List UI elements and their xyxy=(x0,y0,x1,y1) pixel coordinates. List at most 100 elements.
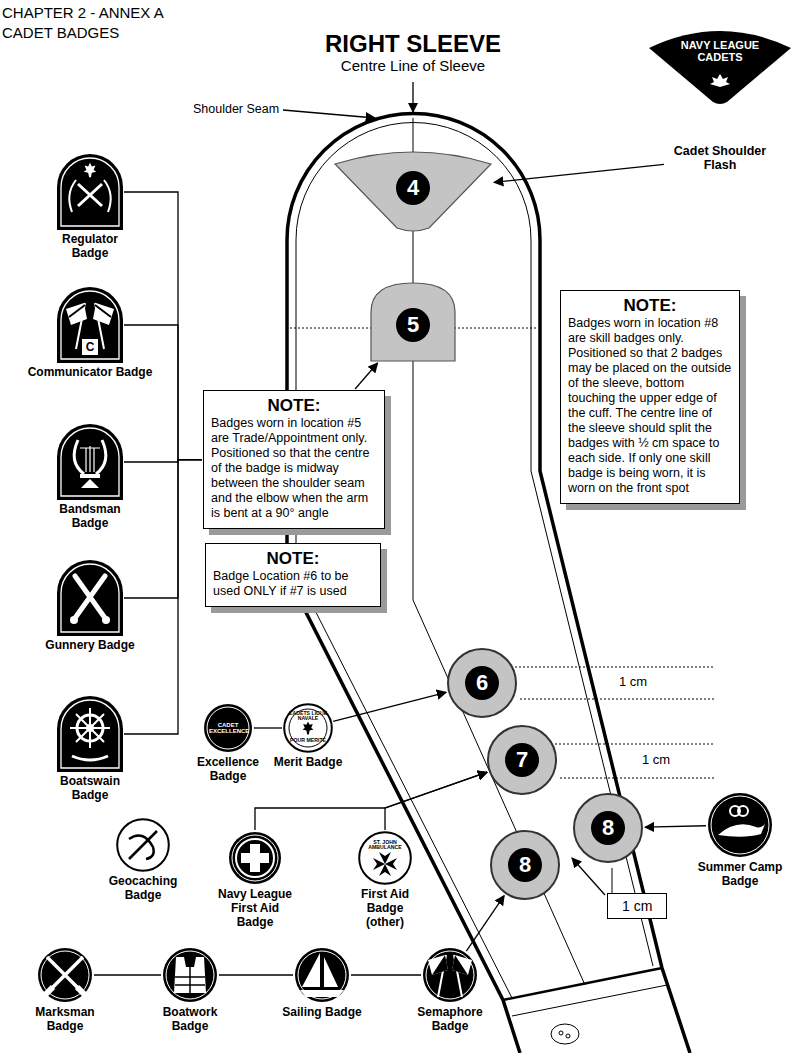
icon-stroke xyxy=(708,793,772,857)
location-7: 7 xyxy=(486,724,558,796)
badge-icon xyxy=(116,818,170,872)
icon-stroke xyxy=(426,951,474,999)
icon-stroke xyxy=(47,957,83,991)
icon-stroke xyxy=(452,955,468,975)
connector xyxy=(94,974,161,975)
icon-stroke xyxy=(241,844,269,872)
icon-stroke xyxy=(204,704,252,752)
title: RIGHT SLEEVE xyxy=(325,30,501,58)
icon-stroke xyxy=(448,649,516,717)
badge-icon xyxy=(57,696,123,772)
dimension-label: 1 cm xyxy=(617,674,649,689)
icon-stroke xyxy=(57,560,123,636)
merit-badge: CADETS LIGUE NAVALEPOUR MERITEMerit Badg… xyxy=(263,703,353,770)
badge-icon xyxy=(707,792,773,858)
icon-stroke xyxy=(229,832,281,884)
badge-inscription: CADETS LIGUE NAVALE xyxy=(288,711,328,722)
icon-stroke xyxy=(57,287,123,363)
icon-stroke xyxy=(396,308,430,342)
centre-line-arrow xyxy=(412,82,413,112)
icon-stroke xyxy=(708,793,772,857)
icon-stroke xyxy=(505,743,539,777)
icon-stroke xyxy=(298,951,346,999)
icon-stroke xyxy=(232,835,278,881)
dimension-label: 1 cm xyxy=(640,752,672,767)
icon-stroke xyxy=(69,180,110,212)
icon-stroke xyxy=(82,339,98,355)
connector xyxy=(124,192,202,460)
icon-stroke xyxy=(710,74,730,87)
dimension-leader xyxy=(612,868,613,893)
geocaching-badge: Geocaching Badge xyxy=(98,818,188,903)
badge-label: Sailing Badge xyxy=(277,1006,367,1020)
shoulder-seam-arrow xyxy=(283,110,375,118)
centre-line-label: Centre Line of Sleeve xyxy=(341,57,485,74)
badge-label: Communicator Badge xyxy=(10,366,170,380)
icon-stroke xyxy=(38,948,92,1002)
icon-stroke xyxy=(41,951,89,999)
location-4: 4 xyxy=(333,150,493,232)
connector xyxy=(466,896,504,951)
icon-stroke xyxy=(423,948,477,1002)
icon-stroke xyxy=(84,163,97,177)
boatwork-badge: Boatwork Badge xyxy=(145,947,235,1034)
icon-stroke xyxy=(491,831,559,899)
shoulder-flash: NAVY LEAGUE CADETSCadet Shoulder Flash xyxy=(645,26,795,186)
icon-stroke xyxy=(432,955,448,975)
icon-stroke xyxy=(72,756,108,760)
badge-label: Regulator Badge xyxy=(45,233,135,261)
connector xyxy=(124,325,202,460)
icon-stroke xyxy=(289,709,327,747)
note-box: NOTE:Badge Location #6 to be used ONLY i… xyxy=(205,543,381,607)
badge-label: Cadet Shoulder Flash xyxy=(665,144,775,173)
connector xyxy=(351,974,421,975)
dimension-text: 1 cm xyxy=(622,898,652,914)
callout-number: 5 xyxy=(407,314,419,336)
badge-label: Geocaching Badge xyxy=(98,875,188,903)
icon-stroke xyxy=(359,832,411,884)
icon-stroke xyxy=(75,576,105,618)
icon-stroke xyxy=(78,184,102,206)
icon-stroke xyxy=(57,560,123,636)
icon-stroke xyxy=(207,707,249,749)
icon-stroke xyxy=(465,666,499,700)
icon-stroke xyxy=(302,722,313,735)
icon-stroke xyxy=(423,948,477,1002)
icon-stroke xyxy=(574,794,642,862)
callout-number: 8 xyxy=(602,817,614,839)
icon-stroke xyxy=(295,948,349,1002)
dimension-leader xyxy=(572,858,605,895)
badge-inscription: C xyxy=(82,341,98,354)
icon-stroke xyxy=(649,31,791,104)
icon-stroke xyxy=(204,704,252,752)
icon-stroke xyxy=(74,440,106,474)
flash-patch xyxy=(645,26,795,106)
badge-icon xyxy=(422,947,478,1003)
icon-stroke xyxy=(57,154,123,230)
icon-stroke xyxy=(129,835,154,859)
note-box: NOTE:Badges worn in location #8 are skil… xyxy=(560,290,740,504)
boatswain-badge: Boatswain Badge xyxy=(45,696,135,803)
icon-stroke xyxy=(129,831,157,859)
note-body: Badges worn in location #5 are Trade/App… xyxy=(211,416,377,521)
badge-inscription: ST. JOHN AMBULANCE xyxy=(365,840,405,851)
dimension-line xyxy=(555,744,715,778)
icon-stroke xyxy=(711,796,769,854)
icon-stroke xyxy=(70,708,110,748)
icon-stroke xyxy=(38,948,92,1002)
icon-stroke xyxy=(57,424,123,500)
icon-stroke xyxy=(359,832,411,884)
icon-stroke xyxy=(45,987,85,995)
semaphore-badge: Semaphore Badge xyxy=(405,947,495,1034)
badge-icon xyxy=(57,424,123,500)
icon-stroke xyxy=(300,953,344,997)
cuff-button xyxy=(551,1024,579,1044)
badge-label: Excellence Badge xyxy=(188,756,268,784)
note-body: Badges worn in location #8 are skill bad… xyxy=(568,316,732,496)
badge-icon xyxy=(57,560,123,636)
icon-stroke xyxy=(452,955,472,975)
location-8: 8 xyxy=(489,829,561,901)
callout-number: 4 xyxy=(407,177,419,199)
icon-stroke xyxy=(61,428,119,496)
icon-stroke xyxy=(295,948,349,1002)
